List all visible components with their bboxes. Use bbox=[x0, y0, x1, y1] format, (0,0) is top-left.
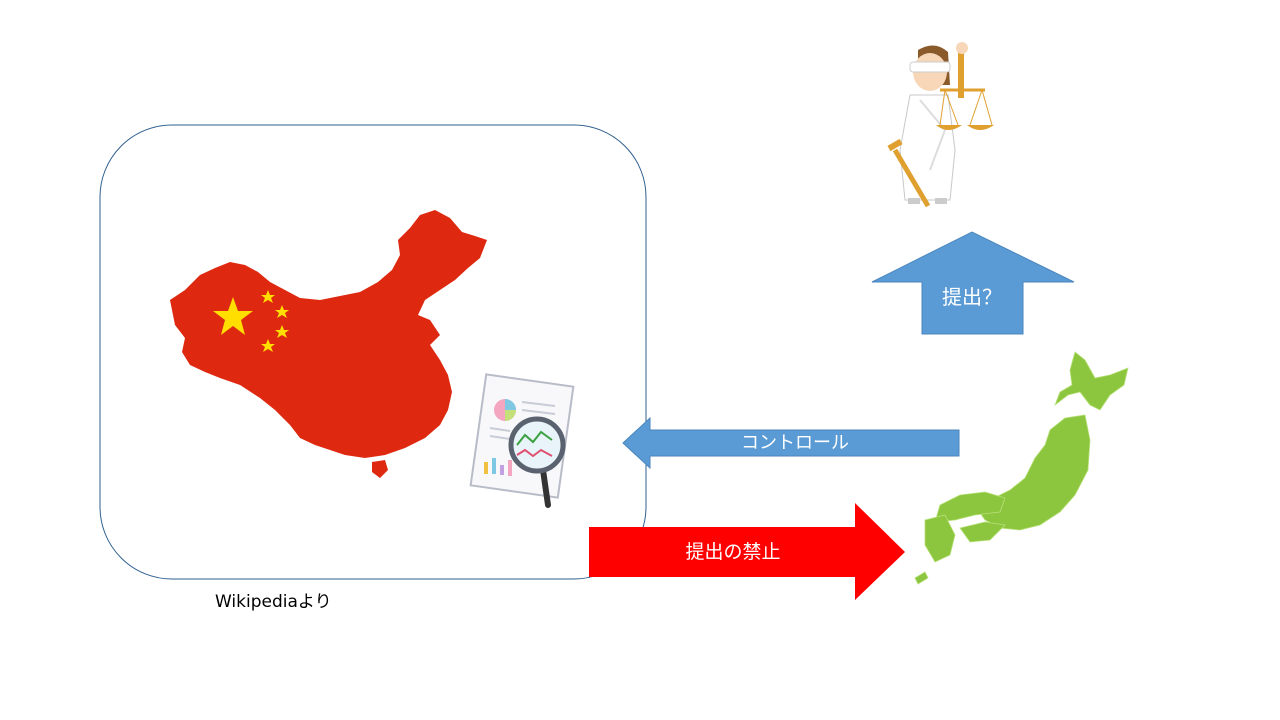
small-star-icon bbox=[261, 339, 275, 352]
submit-question-arrow: 提出？ bbox=[871, 231, 1075, 335]
source-caption: Wikipediaより bbox=[215, 592, 332, 612]
submission-ban-label: 提出の禁止 bbox=[685, 541, 780, 563]
report-magnifier-icon bbox=[469, 373, 575, 508]
small-star-icon bbox=[275, 325, 289, 338]
japan-map-icon bbox=[914, 351, 1129, 585]
large-star-icon bbox=[213, 297, 253, 335]
china-map-icon bbox=[170, 210, 487, 478]
submit-question-label: 提出？ bbox=[942, 285, 1002, 309]
control-label: コントロール bbox=[741, 433, 849, 454]
small-star-icon bbox=[261, 290, 275, 303]
lady-justice-icon bbox=[887, 42, 994, 208]
control-arrow: コントロール bbox=[622, 416, 960, 470]
small-star-icon bbox=[275, 305, 289, 318]
china-frame bbox=[99, 124, 647, 580]
submission-ban-arrow: 提出の禁止 bbox=[589, 503, 905, 600]
